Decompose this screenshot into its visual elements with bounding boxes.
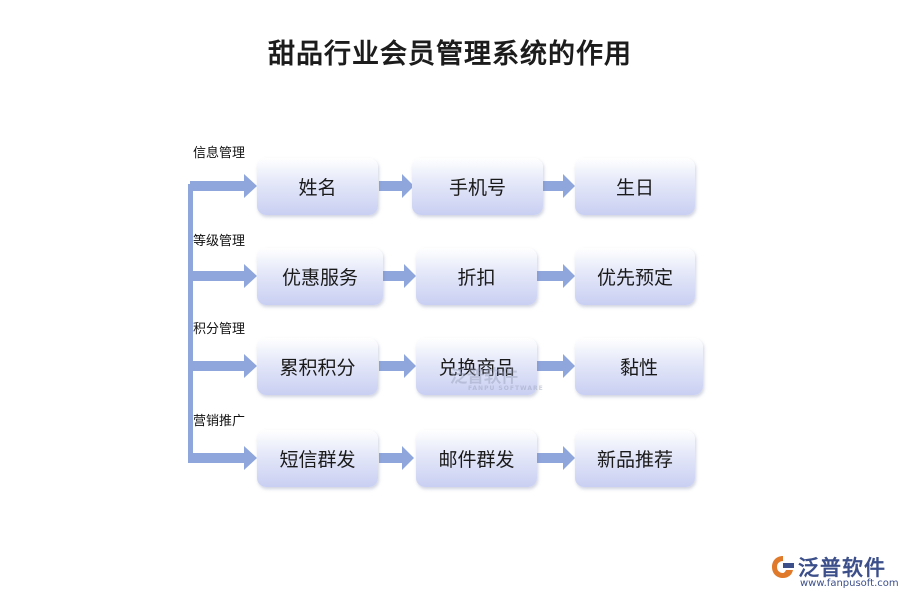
vertical-trunk-line bbox=[188, 184, 193, 463]
watermark-text: 泛普软件 bbox=[450, 367, 518, 387]
diagram-title: 甜品行业会员管理系统的作用 bbox=[268, 39, 632, 70]
brand-logo: 泛普软件 www.fanpusoft.com bbox=[770, 552, 899, 592]
box-new-product-recommend: 新品推荐 bbox=[575, 430, 695, 487]
box-phone-number: 手机号 bbox=[412, 158, 543, 215]
arrow-category-to-col1-row4 bbox=[190, 446, 257, 470]
box-accumulate-points: 累积积分 bbox=[257, 338, 378, 395]
box-name: 姓名 bbox=[257, 158, 378, 215]
arrow-col2-to-col3-row1 bbox=[543, 174, 575, 198]
box-discount-service: 优惠服务 bbox=[257, 248, 383, 305]
box-redeem-goods: 兑换商品 bbox=[416, 338, 537, 395]
category-label-info: 信息管理 bbox=[193, 146, 246, 161]
arrow-col2-to-col3-row4 bbox=[537, 446, 575, 470]
category-label-level: 等级管理 bbox=[193, 234, 246, 249]
box-birthday: 生日 bbox=[575, 158, 695, 215]
category-label-marketing: 营销推广 bbox=[193, 414, 246, 429]
box-stickiness: 黏性 bbox=[575, 338, 703, 395]
arrow-category-to-col1-row3 bbox=[190, 354, 257, 378]
box-discount: 折扣 bbox=[416, 248, 537, 305]
arrow-col2-to-col3-row2 bbox=[537, 264, 575, 288]
box-priority-booking: 优先预定 bbox=[575, 248, 695, 305]
box-sms-broadcast: 短信群发 bbox=[257, 430, 378, 487]
arrow-category-to-col1-row1 bbox=[190, 174, 257, 198]
box-email-broadcast: 邮件群发 bbox=[416, 430, 537, 487]
arrow-col1-to-col2-row1 bbox=[379, 174, 414, 198]
brand-logo-icon bbox=[772, 556, 794, 578]
watermark: 泛普软件 FANPU SOFTWARE bbox=[450, 362, 544, 392]
arrow-col1-to-col2-row4 bbox=[379, 446, 414, 470]
brand-logo-url: www.fanpusoft.com bbox=[800, 578, 899, 589]
arrow-category-to-col1-row2 bbox=[190, 264, 257, 288]
arrow-col1-to-col2-row2 bbox=[383, 264, 416, 288]
watermark-subtext: FANPU SOFTWARE bbox=[468, 385, 544, 392]
category-label-points: 积分管理 bbox=[193, 322, 246, 337]
arrow-col2-to-col3-row3 bbox=[537, 354, 575, 378]
brand-logo-name: 泛普软件 bbox=[798, 556, 886, 580]
arrow-col1-to-col2-row3 bbox=[379, 354, 416, 378]
